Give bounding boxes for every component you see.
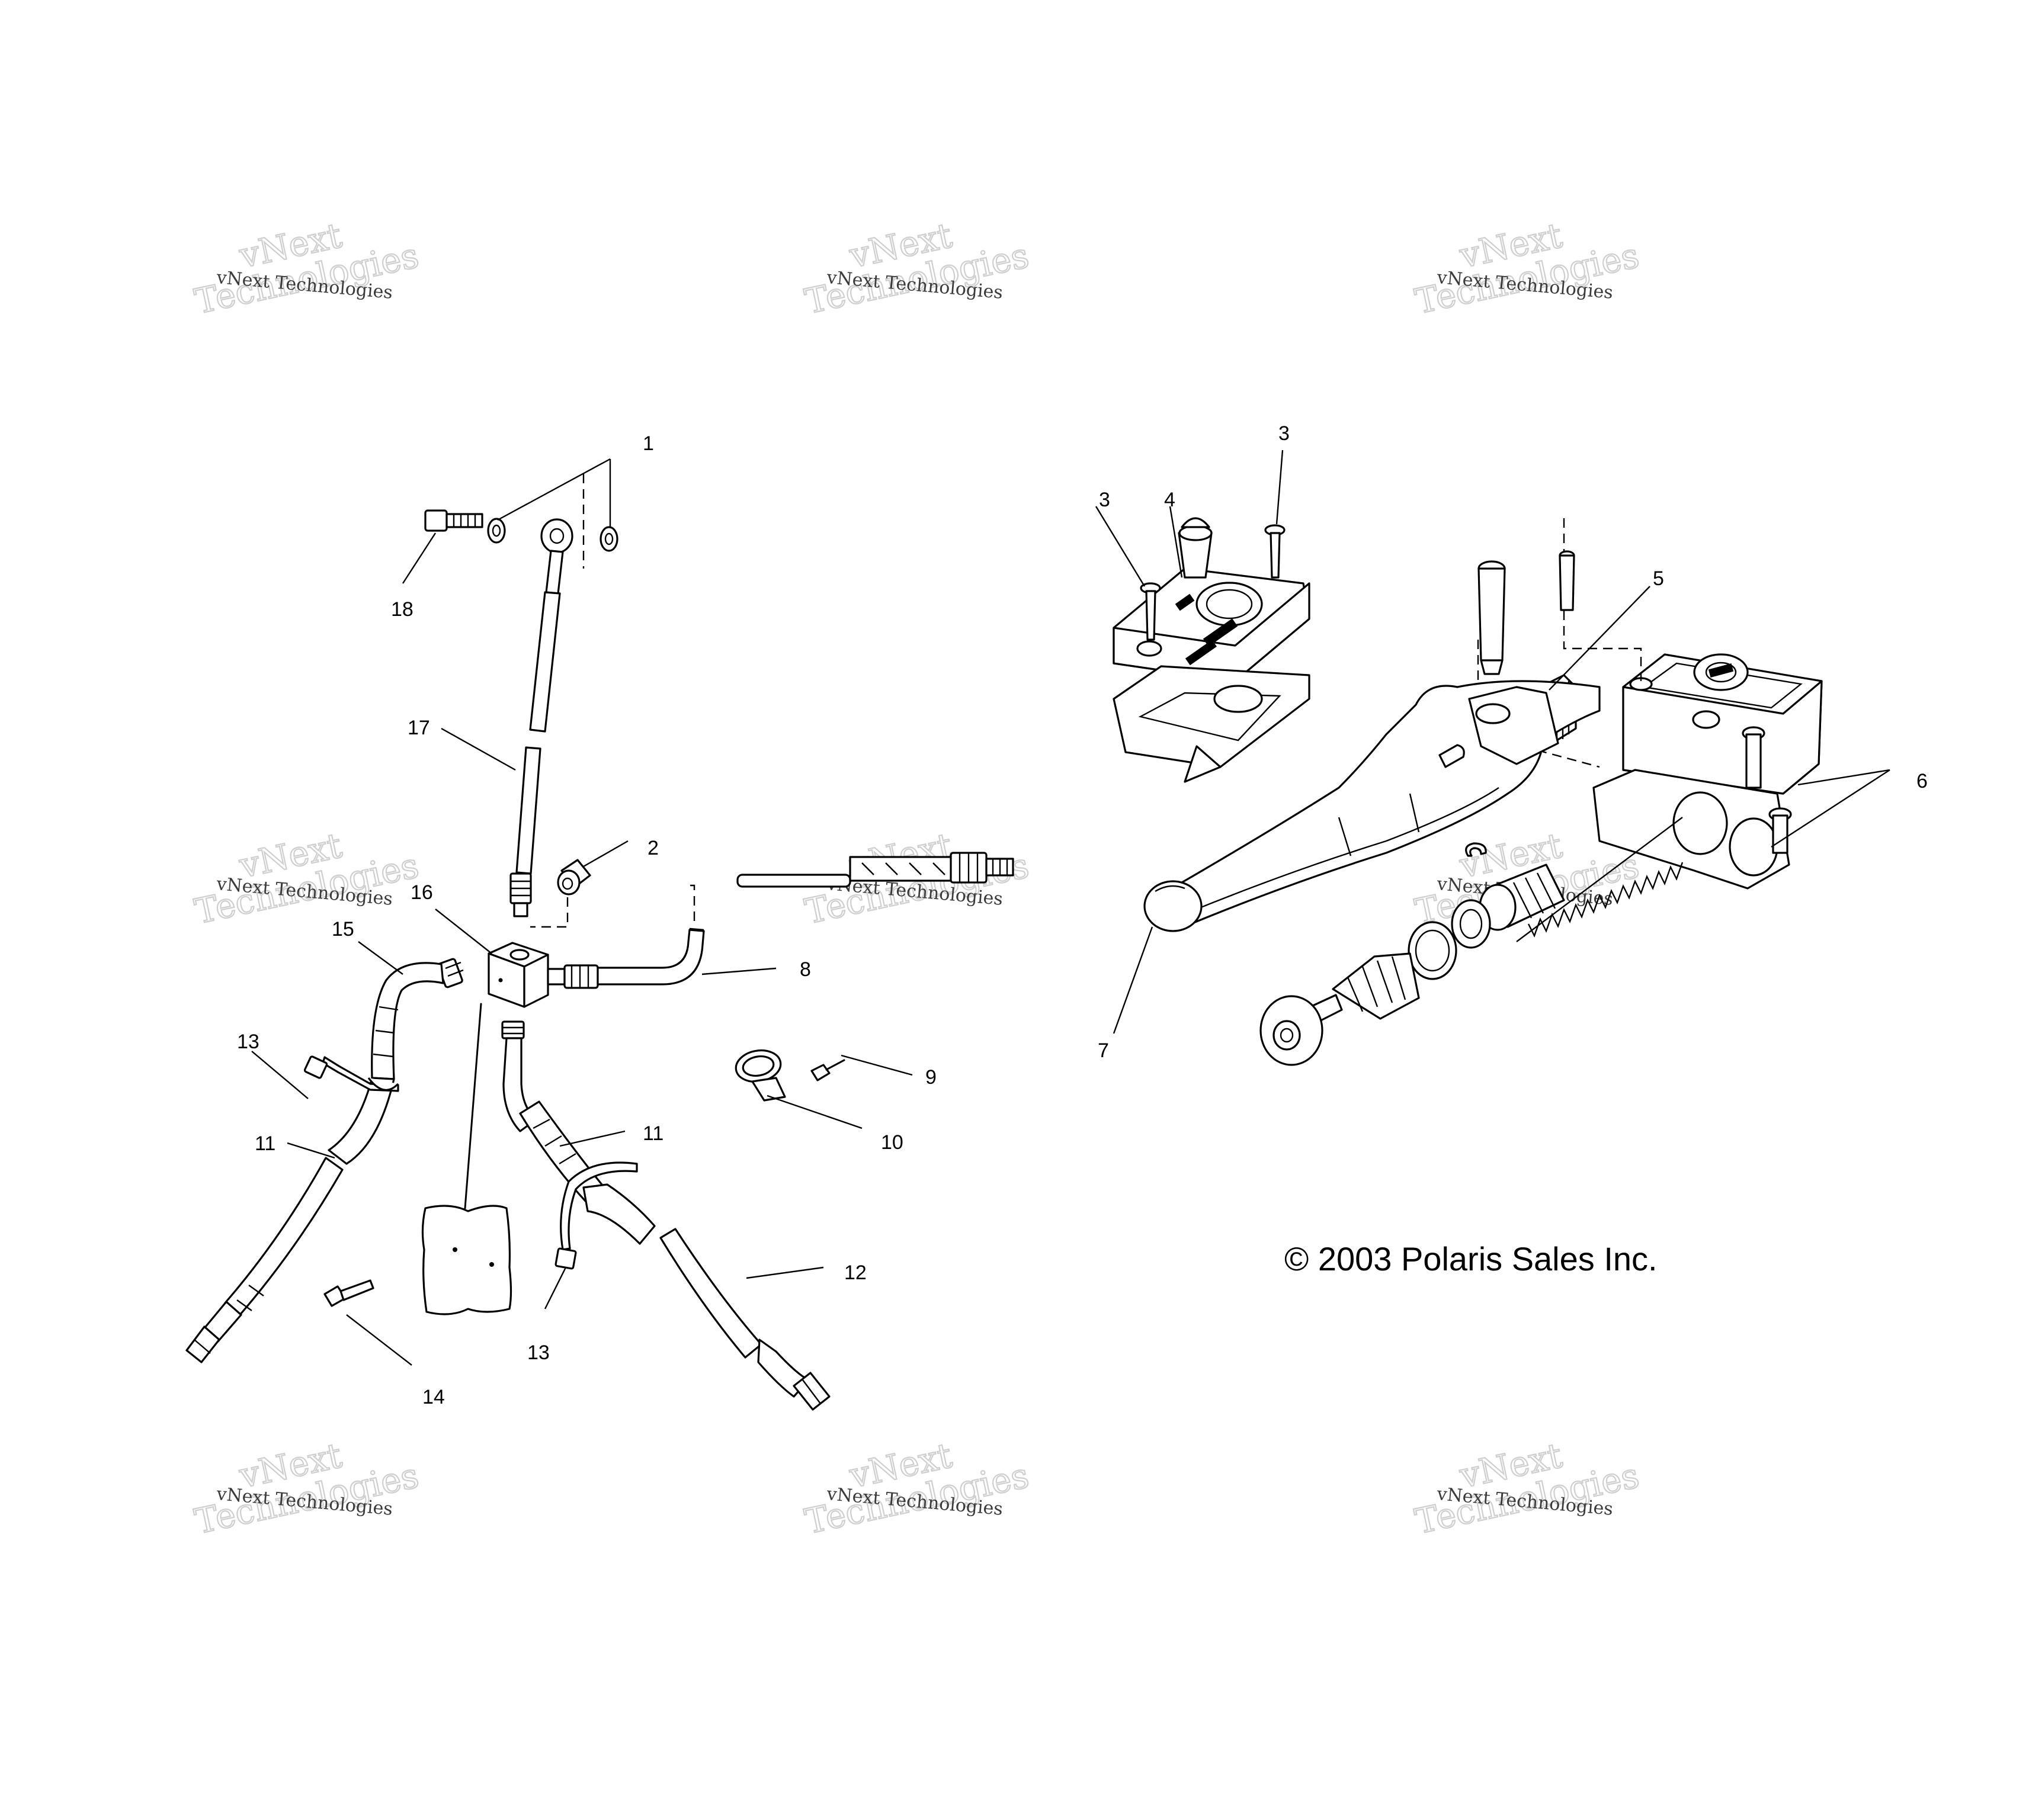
callout-4: 4 [1164,489,1175,511]
callout-5: 5 [1653,567,1664,590]
callout-3: 3 [1099,489,1110,511]
clamp-bolt-upper [1742,726,1765,789]
watermark: vNext Technologies [801,1434,1033,1542]
left-hose-clamp [303,1055,399,1092]
pivot-pin [1477,560,1506,675]
copyright-text: © 2003 Polaris Sales Inc. [1284,1240,1658,1277]
watermark: vNext Technologies [1411,1434,1643,1542]
watermark: vNext Technologies [801,214,1033,322]
callout-13: 13 [237,1031,259,1053]
upper-brake-hose [509,591,561,917]
callout-17: 17 [408,717,430,739]
callout-12: 12 [844,1262,867,1284]
cover-screw-left [1140,582,1161,641]
cover-screw-right [1264,524,1286,579]
push-rod-end [1259,994,1343,1066]
callout-15: 15 [332,918,354,941]
master-cylinder-body [1592,653,1823,890]
banjo-washers [487,518,618,552]
banjo-fitting [540,518,573,595]
brake-line-assembly [185,474,1014,1411]
callout-10: 10 [881,1131,903,1154]
piston-washer [1408,921,1457,980]
watermark: vNext Technologies [191,214,423,322]
axis-line [1563,518,1642,681]
reservoir-cover [1113,567,1310,682]
rear-brake-line [547,852,1014,989]
callout-3: 3 [1278,422,1290,445]
callout-11: 11 [255,1132,275,1155]
watermark: vNext Technologies [1411,214,1643,322]
callout-7: 7 [1098,1039,1109,1062]
clip-rivet [810,1059,845,1081]
dust-boot [1332,952,1420,1020]
leader-lines [251,450,1890,1366]
push-rod-spring [1516,817,1684,942]
brake-junction-block [488,942,549,1008]
e-clip [1465,842,1487,857]
watermark: vNext Technologies [191,824,423,932]
callout-18: 18 [391,598,414,621]
brake-lever [1143,680,1601,932]
switch-pin [1559,550,1575,611]
axis-line [1522,745,1600,768]
master-cylinder-assembly [1113,517,1823,1066]
callout-16: 16 [411,881,433,904]
left-front-brake-hose [185,958,464,1363]
brake-light-switch [557,859,591,895]
piston-seal [1451,899,1491,949]
mount-bolt [323,1279,374,1307]
right-front-brake-hose [501,1020,831,1411]
cable-clip [735,1049,786,1102]
reservoir-plug [1178,517,1213,579]
callout-11: 11 [643,1122,663,1145]
reservoir-diaphragm [1113,665,1310,783]
mount-plate [421,1003,512,1315]
watermark: vNext Technologies [191,1434,423,1542]
callout-6: 6 [1916,770,1928,792]
callout-14: 14 [422,1386,445,1408]
callout-2: 2 [648,837,659,859]
right-hose-clamp [554,1161,638,1270]
callout-13: 13 [527,1341,550,1364]
callout-labels: 1 2 3 3 4 5 6 7 8 9 10 11 11 12 13 13 14… [237,422,1928,1408]
callout-1: 1 [643,432,654,455]
callout-8: 8 [800,958,811,981]
banjo-bolt [424,509,483,532]
callout-9: 9 [925,1066,937,1089]
axis-line [530,897,569,928]
